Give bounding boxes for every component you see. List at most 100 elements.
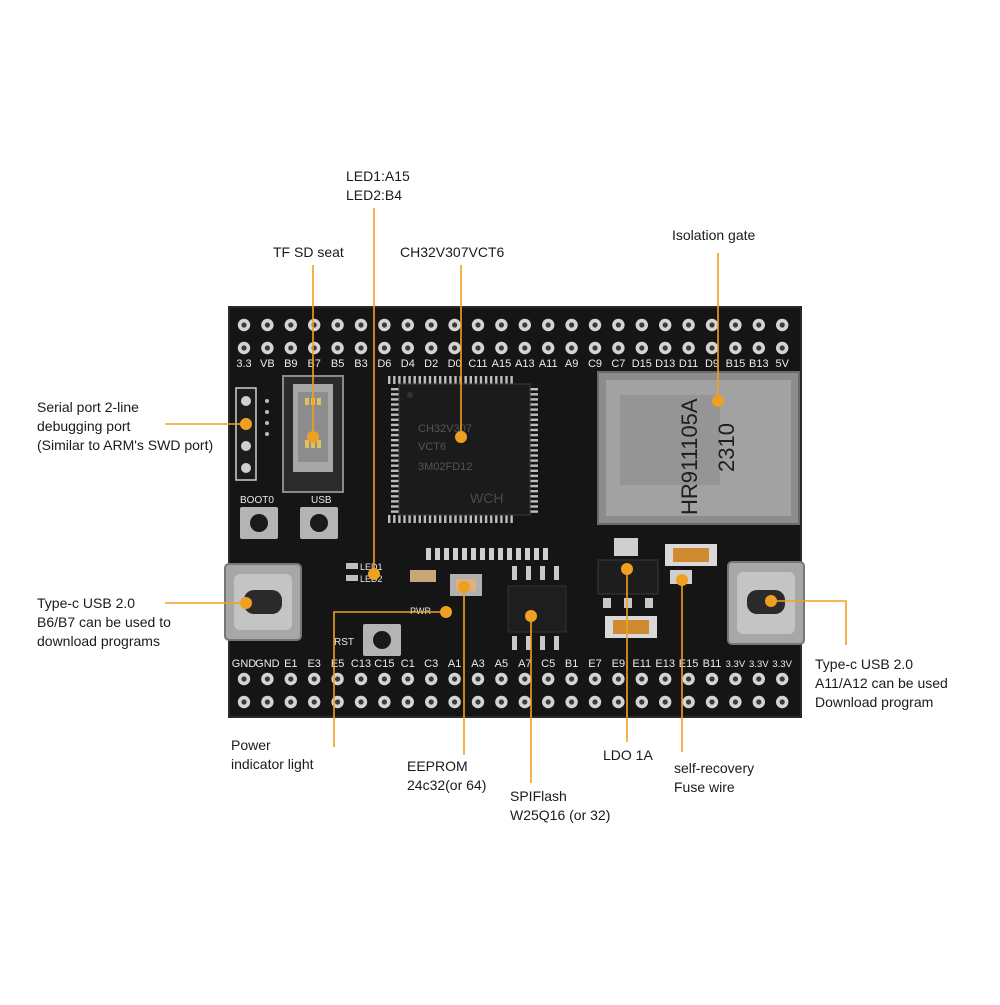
bottom-header-label-8: C3 xyxy=(424,658,438,670)
header-pad-hole xyxy=(405,699,411,705)
mcu-pin xyxy=(530,433,538,437)
header-pad-hole xyxy=(452,345,458,351)
bottom-header-label-23: 3.3V xyxy=(772,659,792,670)
header-pad-hole xyxy=(498,345,504,351)
silk-led1: LED1 xyxy=(360,562,383,572)
header-pad-hole xyxy=(639,676,645,682)
mcu-pin xyxy=(530,454,538,457)
top-header-label-17: D15 xyxy=(632,358,652,370)
header-pad-hole xyxy=(381,322,387,328)
mcu-pin xyxy=(391,479,399,483)
top-header-label-10: C11 xyxy=(468,358,487,370)
ethernet-marking-1: HR911105A xyxy=(677,398,702,515)
mcu-pin xyxy=(439,515,442,523)
bottom-header-label-9: A1 xyxy=(448,658,461,670)
callout-typec-right: Type-c USB 2.0 A11/A12 can be used Downl… xyxy=(815,655,948,712)
mcu-pin xyxy=(474,376,478,384)
header-pad-hole xyxy=(522,699,528,705)
header-pad-hole xyxy=(264,345,270,351)
smd-passive xyxy=(489,548,494,560)
mcu-pin xyxy=(449,515,452,523)
header-pad-hole xyxy=(615,676,622,682)
header-pad-hole xyxy=(639,322,645,328)
header-pad-hole xyxy=(428,345,434,351)
smd-passive xyxy=(543,548,548,560)
header-pad-hole xyxy=(288,699,294,705)
callout-serial-port: Serial port 2-line debugging port (Simil… xyxy=(37,398,213,455)
header-pad-hole xyxy=(639,345,645,351)
mcu-chip: CH32V307 VCT6 3M02FD12 WCH xyxy=(388,376,538,523)
header-pad-hole xyxy=(756,699,762,705)
mcu-pin xyxy=(391,469,399,472)
mcu-pin xyxy=(454,376,457,384)
header-pad-hole xyxy=(732,345,739,351)
smd-passive xyxy=(534,548,539,560)
header-pad-hole xyxy=(335,322,341,328)
header-pad-hole xyxy=(522,322,528,328)
header-pad-hole xyxy=(428,676,434,682)
mcu-pin xyxy=(530,423,538,427)
mcu-pin xyxy=(428,376,432,384)
mcu-pin xyxy=(408,515,411,523)
callout-typec-left-line-2: B6/B7 can be used to xyxy=(37,614,171,630)
callout-power-light-line-1: Power xyxy=(231,737,271,753)
header-pad-hole xyxy=(288,322,294,328)
header-pad-hole xyxy=(615,322,622,328)
header-pad-hole xyxy=(592,345,598,351)
fuse-parts xyxy=(605,544,717,638)
mcu-pin xyxy=(530,495,538,498)
bottom-header-label-13: C5 xyxy=(541,658,555,670)
callout-spiflash-line-1: SPIFlash xyxy=(510,788,567,804)
mcu-pin xyxy=(391,408,399,411)
mcu-pin xyxy=(449,376,452,384)
top-header-label-21: B15 xyxy=(726,358,746,370)
ldo-regulator xyxy=(597,538,659,608)
chip-marking-3: 3M02FD12 xyxy=(418,461,472,473)
header-pad-hole xyxy=(405,322,411,328)
header-pad-hole xyxy=(732,699,739,705)
mcu-pin xyxy=(403,376,406,384)
mcu-pin xyxy=(505,376,508,384)
bottom-header-label-4: E5 xyxy=(331,658,344,670)
header-pad-hole xyxy=(381,676,387,682)
chip-logo: WCH xyxy=(470,490,503,506)
header-pad-hole xyxy=(452,322,458,328)
bottom-header-label-10: A3 xyxy=(471,658,484,670)
callout-spiflash-line-2: W25Q16 (or 32) xyxy=(510,807,611,823)
mcu-pin xyxy=(479,376,483,384)
header-pad-hole xyxy=(545,322,551,328)
silk-pwr: PWR xyxy=(410,606,431,616)
header-pad-hole xyxy=(358,676,364,682)
top-header-label-22: B13 xyxy=(749,358,769,370)
callout-isolation-line-1: Isolation gate xyxy=(672,227,756,243)
header-pad-hole xyxy=(662,322,668,328)
bottom-header-label-2: E1 xyxy=(284,658,297,670)
top-header-label-20: D9 xyxy=(705,358,719,370)
header-pad-hole xyxy=(779,322,785,328)
mcu-pin xyxy=(474,515,478,523)
mcu-pin xyxy=(530,444,538,447)
callout-tf-sd: TF SD seat xyxy=(273,243,344,262)
top-header-label-11: A15 xyxy=(492,358,512,370)
top-header-label-1: VB xyxy=(260,358,275,370)
mcu-pin xyxy=(391,449,399,452)
top-header-label-15: C9 xyxy=(588,358,602,370)
mcu-pin xyxy=(423,515,427,523)
header-pad-hole xyxy=(241,322,247,328)
top-header-label-2: B9 xyxy=(284,358,297,370)
header-pad-hole xyxy=(498,676,504,682)
bottom-header-label-6: C15 xyxy=(374,658,394,670)
boot0-button: BOOT0 xyxy=(240,495,278,539)
bottom-header-label-7: C1 xyxy=(401,658,415,670)
mcu-pin xyxy=(530,428,538,432)
callout-led: LED1:A15 LED2:B4 xyxy=(346,167,410,205)
bottom-header-label-12: A7 xyxy=(518,658,531,670)
mcu-pin xyxy=(391,484,399,488)
callout-typec-right-line-2: A11/A12 can be used xyxy=(815,675,948,691)
header-pad-hole xyxy=(545,676,551,682)
mcu-pin xyxy=(505,515,508,523)
usb-c-left xyxy=(224,563,302,641)
bottom-header-label-0: GND xyxy=(232,658,257,670)
